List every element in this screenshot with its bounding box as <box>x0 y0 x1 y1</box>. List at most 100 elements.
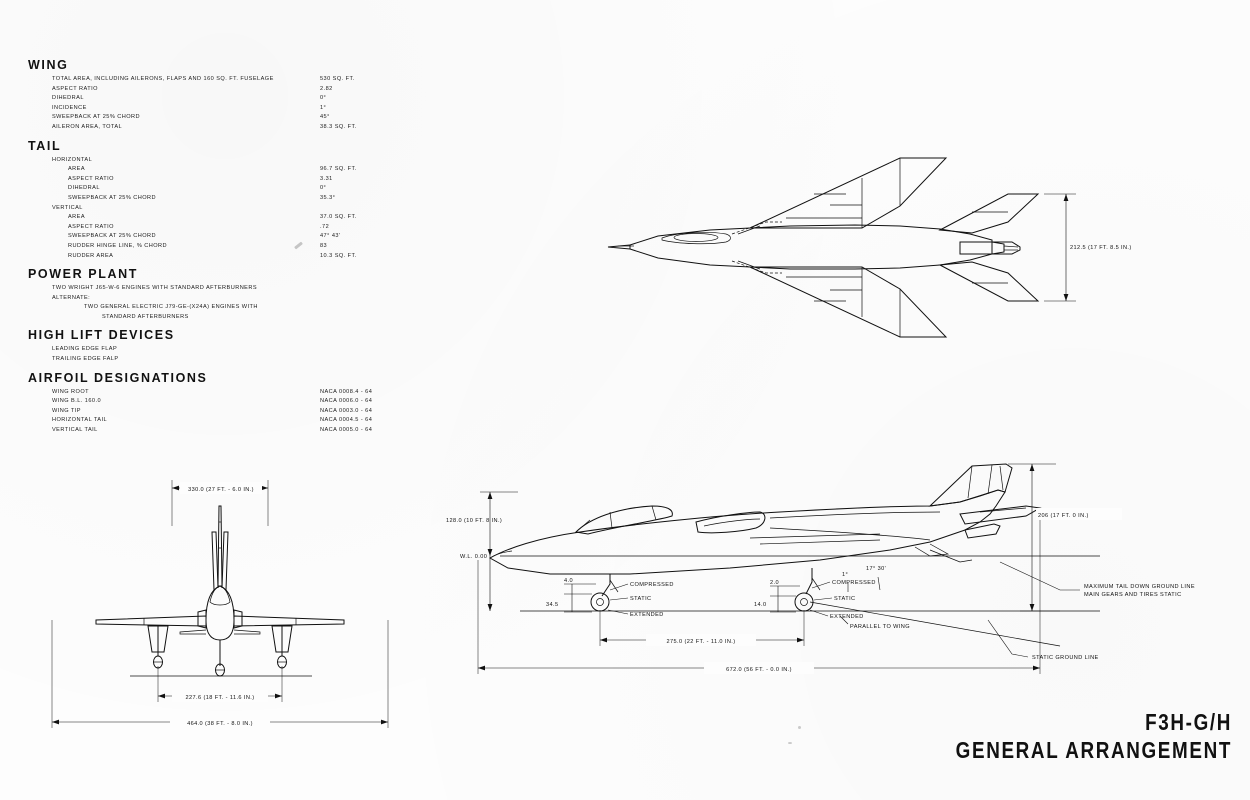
spec-row: HORIZONTAL <box>28 156 428 166</box>
spec-row-label: SWEEPBACK AT 25% CHORD <box>68 194 157 201</box>
spec-row: SWEEPBACK AT 25% CHORD 47° 43' <box>28 232 428 242</box>
spec-row: RUDDER HINGE LINE, % CHORD 83 <box>28 242 428 252</box>
spec-row-value: .72 <box>320 223 330 230</box>
spec-row-value: 1° <box>320 104 327 111</box>
spec-row-label: ALTERNATE: <box>52 294 91 301</box>
spec-row-label: RUDDER AREA <box>68 252 114 259</box>
main-stroke-upper: 2.0 <box>770 580 779 586</box>
spec-section-heading: WING <box>28 58 69 72</box>
spec-row-label: ASPECT RATIO <box>52 85 98 92</box>
spec-row-label: WING ROOT <box>52 388 89 395</box>
scan-artifact <box>788 742 792 744</box>
nose-stroke-upper: 4.0 <box>564 578 573 584</box>
angle-tail-down: 17° 30' <box>866 566 886 572</box>
front-view: 330.0 (27 FT. - 6.0 IN.) 227.6 (18 FT. -… <box>40 470 400 740</box>
spec-row-label: TWO GENERAL ELECTRIC J79-GE-(X24A) ENGIN… <box>84 304 258 311</box>
spec-row-value: 3.31 <box>320 175 333 182</box>
spec-section-heading: HIGH LIFT DEVICES <box>28 328 175 343</box>
spec-row-label: TRAILING EDGE FALP <box>52 356 119 363</box>
dim-folded-span: 330.0 (27 FT. - 6.0 IN.) <box>188 487 254 493</box>
spec-row-label: WING TIP <box>52 407 81 414</box>
spec-row-value: 83 <box>320 242 328 249</box>
spec-row-label: TWO WRIGHT J65-W-6 ENGINES WITH STANDARD… <box>52 285 258 292</box>
spec-row-value: NACA 0008.4 - 64 <box>320 388 373 395</box>
spec-row: TWO WRIGHT J65-W-6 ENGINES WITH STANDARD… <box>28 284 428 294</box>
spec-row-label: LEADING EDGE FLAP <box>52 346 118 353</box>
label-nose-extended: EXTENDED <box>630 612 664 618</box>
spec-row: LEADING EDGE FLAP <box>28 345 428 355</box>
spec-section-rows: HORIZONTAL AREA 96.7 SQ. FT. ASPECT RATIO 3.… <box>28 156 428 262</box>
spec-row-value: 2.82 <box>320 85 333 92</box>
spec-row-value: 530 SQ. FT. <box>320 76 355 82</box>
side-view: 4.0 34.5 COMPRESSED STATIC EXTENDED 2.0 … <box>446 450 1250 710</box>
spec-row-value: 96.7 SQ. FT. <box>320 166 357 173</box>
spec-row: ALTERNATE: <box>28 294 428 304</box>
spec-row: STANDARD AFTERBURNERS <box>28 313 428 323</box>
spec-row-value: 47° 43' <box>320 233 341 240</box>
main-stroke-lower: 14.0 <box>754 602 767 608</box>
spec-row-label: HORIZONTAL <box>52 156 93 163</box>
callout-tail-down-line-1: MAXIMUM TAIL DOWN GROUND LINE <box>1084 584 1195 590</box>
spec-row-value: 38.3 SQ. FT. <box>320 123 357 130</box>
spec-row-label: RUDDER HINGE LINE, % CHORD <box>68 242 168 249</box>
spec-row-value: NACA 0004.5 - 64 <box>320 417 373 424</box>
spec-row-label: ASPECT RATIO <box>68 223 114 230</box>
nose-stroke-lower: 34.5 <box>546 602 559 608</box>
spec-row-label: ASPECT RATIO <box>68 175 114 182</box>
spec-row-value: NACA 0006.0 - 64 <box>320 398 373 405</box>
title-model: F3H-G/H <box>1145 709 1232 735</box>
title-block: F3H-G/H GENERAL ARRANGEMENT <box>895 708 1232 764</box>
callout-tail-down-line-2: MAIN GEARS AND TIRES STATIC <box>1084 592 1182 598</box>
spec-row-value: NACA 0005.0 - 64 <box>320 427 373 434</box>
spec-row-value: 45° <box>320 114 330 121</box>
dim-htail-span: 212.5 (17 FT. 8.5 IN.) <box>1070 245 1132 251</box>
spec-row: TRAILING EDGE FALP <box>28 355 428 365</box>
dim-overall-length: 672.0 (56 FT. - 0.0 IN.) <box>726 667 792 673</box>
label-parallel-to-wing: PARALLEL TO WING <box>850 624 910 630</box>
spec-row-label: AREA <box>68 214 86 221</box>
spec-row-label: AILERON AREA, TOTAL <box>52 123 123 130</box>
spec-row: WING TIP NACA 0003.0 - 64 <box>28 407 428 417</box>
plan-view: 212.5 (17 FT. 8.5 IN.) <box>600 150 1240 380</box>
callout-static-ground-line: STATIC GROUND LINE <box>1032 655 1099 661</box>
spec-row-label: TOTAL AREA, INCLUDING AILERONS, FLAPS AN… <box>52 76 274 82</box>
spec-row: RUDDER AREA 10.3 SQ. FT. <box>28 252 428 262</box>
spec-row: AILERON AREA, TOTAL 38.3 SQ. FT. <box>28 123 428 133</box>
spec-row: INCIDENCE 1° <box>28 104 428 114</box>
label-nose-compressed: COMPRESSED <box>630 582 674 588</box>
spec-row-label: SWEEPBACK AT 25% CHORD <box>68 233 157 240</box>
spec-section-rows: TOTAL AREA, INCLUDING AILERONS, FLAPS AN… <box>28 75 428 133</box>
spec-row-label: WING B.L. 160.0 <box>52 398 102 405</box>
dim-wheel-base: 275.0 (22 FT. - 11.0 IN.) <box>667 639 736 645</box>
dim-nose-height: 128.0 (10 FT. 8 IN.) <box>446 518 502 524</box>
spec-row-value: NACA 0003.0 - 64 <box>320 407 373 414</box>
spec-row-value: 10.3 SQ. FT. <box>320 252 357 259</box>
dim-gear-track: 227.6 (18 FT. - 11.6 IN.) <box>186 695 255 701</box>
spec-row-label: DIHEDRAL <box>68 185 100 192</box>
spec-row-label: INCIDENCE <box>52 104 87 111</box>
spec-row-label: STANDARD AFTERBURNERS <box>102 313 189 320</box>
spec-row: WING ROOT NACA 0008.4 - 64 <box>28 388 428 398</box>
spec-section-rows: LEADING EDGE FLAP TRAILING EDGE FALP <box>28 345 428 364</box>
spec-row: ASPECT RATIO .72 <box>28 223 428 233</box>
spec-row-value: 0° <box>320 95 327 102</box>
scan-artifact <box>798 726 801 729</box>
label-waterline: W.L. 0.00 <box>460 554 487 560</box>
spec-row: AREA 96.7 SQ. FT. <box>28 165 428 175</box>
label-nose-static: STATIC <box>630 596 651 602</box>
title-subtitle: GENERAL ARRANGEMENT <box>955 737 1232 763</box>
spec-row: TWO GENERAL ELECTRIC J79-GE-(X24A) ENGIN… <box>28 303 428 313</box>
label-main-static: STATIC <box>834 596 855 602</box>
spec-row: ASPECT RATIO 3.31 <box>28 175 428 185</box>
label-main-extended: EXTENDED <box>830 614 864 620</box>
spec-row-label: HORIZONTAL TAIL <box>52 417 108 424</box>
spec-row-label: AREA <box>68 166 86 173</box>
spec-row: ASPECT RATIO 2.82 <box>28 85 428 95</box>
spec-section-rows: WING ROOT NACA 0008.4 - 64 WING B.L. 160.0… <box>28 388 428 436</box>
specification-block: WING TOTAL AREA, INCLUDING AILERONS, FLAP… <box>28 58 428 439</box>
spec-row-label: VERTICAL <box>52 204 83 211</box>
